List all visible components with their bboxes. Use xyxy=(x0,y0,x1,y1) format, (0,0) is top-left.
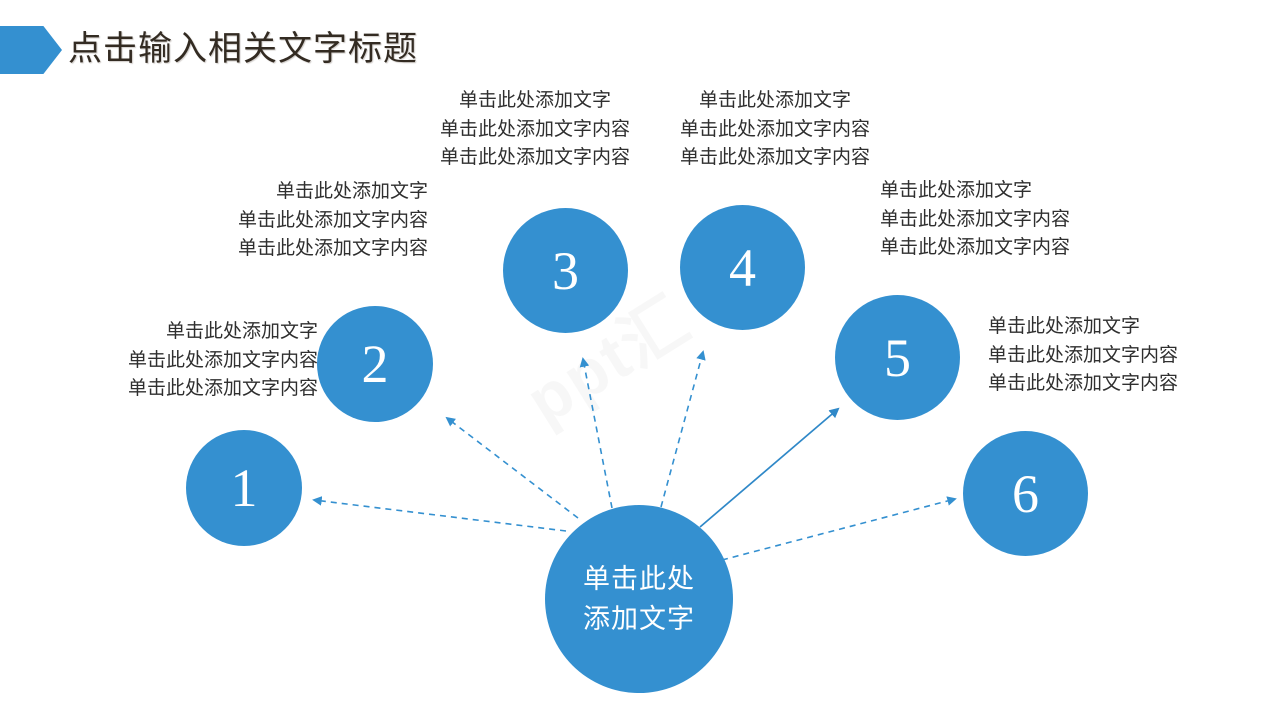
hub-circle[interactable]: 单击此处 添加文字 xyxy=(545,505,733,693)
node-number-1: 1 xyxy=(230,458,258,518)
hub-line-2: 添加文字 xyxy=(583,604,695,634)
text-block-5-body-line1: 单击此处添加文字内容 xyxy=(988,345,1179,366)
hub-line-1: 单击此处 xyxy=(583,564,695,594)
node-number-4: 4 xyxy=(729,237,756,298)
text-block-4-top[interactable]: 单击此处添加文字 单击此处添加文字内容 单击此处添加文字内容 xyxy=(645,86,905,172)
text-block-5-body-line2: 单击此处添加文字内容 xyxy=(988,373,1179,394)
text-block-4-right-body-line1: 单击此处添加文字内容 xyxy=(880,209,1071,230)
text-block-3-left-body-line1: 单击此处添加文字内容 xyxy=(237,210,428,231)
connector-hub-to-2 xyxy=(445,416,579,519)
text-block-2[interactable]: 单击此处添加文字 单击此处添加文字内容 单击此处添加文字内容 xyxy=(58,317,318,403)
text-block-3-top-body-line1: 单击此处添加文字内容 xyxy=(439,119,630,140)
text-block-5-heading: 单击此处添加文字 xyxy=(988,316,1141,337)
page-title: 点击输入相关文字标题 xyxy=(68,31,418,68)
node-number-3: 3 xyxy=(552,240,579,301)
node-circle-3[interactable]: 3 xyxy=(503,208,628,333)
text-block-3-top[interactable]: 单击此处添加文字 单击此处添加文字内容 单击此处添加文字内容 xyxy=(405,86,665,172)
connector-hub-to-6 xyxy=(721,496,957,561)
node-circle-4[interactable]: 4 xyxy=(680,205,805,330)
node-circle-1[interactable]: 1 xyxy=(186,430,302,546)
connector-hub-to-1 xyxy=(312,496,567,532)
text-block-3-top-body-line2: 单击此处添加文字内容 xyxy=(439,147,630,168)
text-block-2-body-line2: 单击此处添加文字内容 xyxy=(127,378,318,399)
text-block-4-top-body-line2: 单击此处添加文字内容 xyxy=(679,147,870,168)
node-circle-5[interactable]: 5 xyxy=(835,295,960,420)
text-block-4-top-body-line1: 单击此处添加文字内容 xyxy=(679,119,870,140)
text-block-2-body-line1: 单击此处添加文字内容 xyxy=(127,350,318,371)
node-circle-2[interactable]: 2 xyxy=(317,306,433,422)
text-block-4-right[interactable]: 单击此处添加文字 单击此处添加文字内容 单击此处添加文字内容 xyxy=(880,176,1150,262)
text-block-3-left[interactable]: 单击此处添加文字 单击此处添加文字内容 单击此处添加文字内容 xyxy=(168,177,428,263)
node-circle-6[interactable]: 6 xyxy=(963,431,1088,556)
text-block-4-right-body-line2: 单击此处添加文字内容 xyxy=(880,237,1071,258)
connector-hub-to-4 xyxy=(660,350,706,508)
node-number-6: 6 xyxy=(1012,463,1039,524)
node-number-2: 2 xyxy=(361,334,389,394)
text-block-4-top-heading: 单击此处添加文字 xyxy=(698,90,851,111)
node-number-5: 5 xyxy=(884,327,911,388)
text-block-2-heading: 单击此处添加文字 xyxy=(165,321,318,342)
text-block-4-right-heading: 单击此处添加文字 xyxy=(880,180,1033,201)
text-block-3-left-body-line2: 单击此处添加文字内容 xyxy=(237,238,428,259)
connector-hub-to-5 xyxy=(699,407,840,528)
connector-hub-to-3 xyxy=(579,357,613,509)
text-block-5[interactable]: 单击此处添加文字 单击此处添加文字内容 单击此处添加文字内容 xyxy=(988,312,1258,398)
text-block-3-top-heading: 单击此处添加文字 xyxy=(458,90,611,111)
text-block-3-left-heading: 单击此处添加文字 xyxy=(275,181,428,202)
